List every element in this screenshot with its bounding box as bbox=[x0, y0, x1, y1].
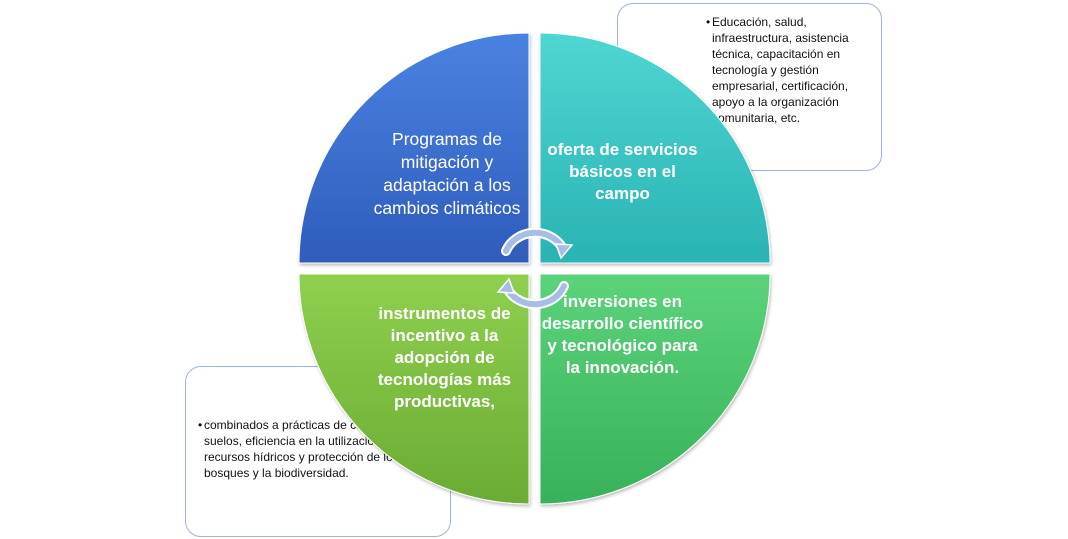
quadrant-bottom-right bbox=[539, 273, 771, 505]
note-top-right-text: Educación, salud, infraestructura, asist… bbox=[706, 14, 867, 126]
quadrant-bottom-left bbox=[298, 273, 530, 505]
circular-arrows-icon bbox=[496, 227, 574, 310]
quadrant-top-left-label: Programas de mitigación y adaptación a l… bbox=[373, 129, 521, 218]
quadrant-top-right-label: oferta de servicios básicos en el campo bbox=[547, 140, 698, 203]
quadrant-bottom-right-label: inversiones en desarrollo científico y t… bbox=[541, 292, 704, 377]
quadrant-top-left bbox=[298, 32, 530, 264]
quadrant-bottom-left-label: instrumentos de incentivo a la adopción … bbox=[377, 304, 512, 411]
quadrant-top-right bbox=[539, 32, 771, 264]
